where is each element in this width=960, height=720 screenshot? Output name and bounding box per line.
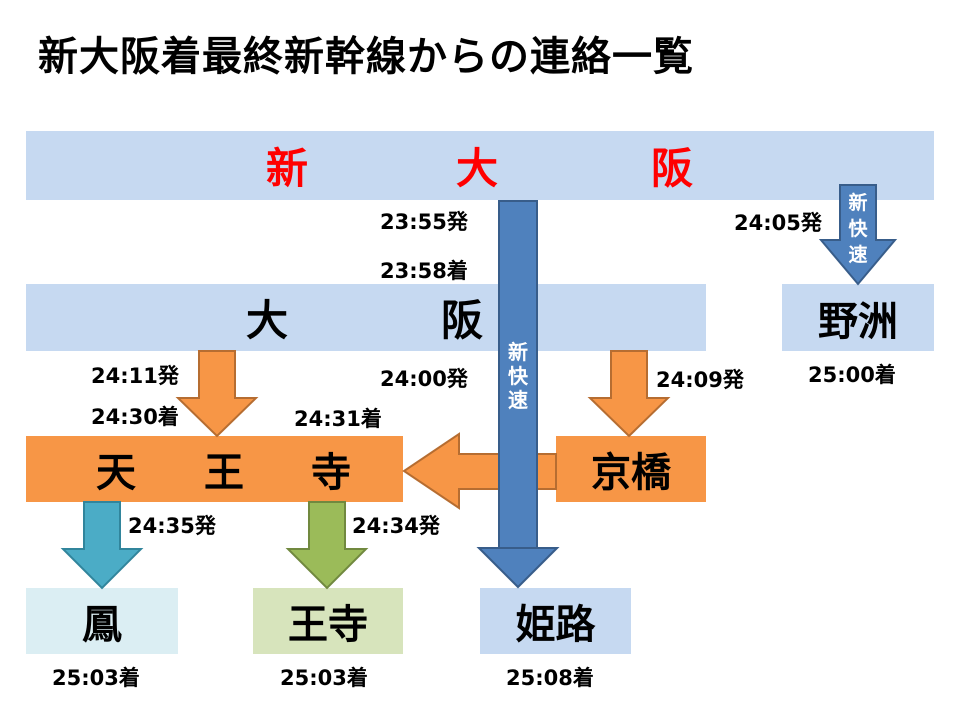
service-label-nosu-char-1: 新 — [848, 192, 868, 214]
osaka-char-1: 大 — [246, 296, 289, 345]
osaka-char-2: 阪 — [441, 296, 484, 345]
time-shin-osaka-dep: 23:55発 — [380, 210, 468, 234]
arrow-tennoji-to-otori — [60, 501, 144, 590]
arrow-shin-osaka-to-himeji-head — [476, 547, 560, 589]
time-osaka-dep-tennoji: 24:11発 — [91, 364, 179, 388]
service-label-himeji-char-2: 快 — [508, 364, 528, 388]
service-label-nosu-char-2: 快 — [848, 218, 868, 240]
arrow-osaka-to-kyobashi — [587, 350, 671, 438]
station-nosu: 野洲 — [782, 284, 934, 351]
service-label-himeji-char-3: 速 — [508, 388, 528, 412]
arrow-tennoji-to-oji — [285, 501, 369, 590]
station-himeji: 姫路 — [480, 588, 631, 654]
arrow-osaka-to-tennoji — [175, 350, 259, 438]
station-kyobashi: 京橋 — [556, 436, 706, 502]
time-tennoji-dep-otori: 24:35発 — [128, 514, 216, 538]
service-label-nosu: 新 快 速 — [846, 190, 870, 268]
station-shin-osaka: 新 大 阪 — [26, 131, 934, 200]
shin-osaka-char-2: 大 — [456, 144, 499, 193]
service-label-nosu-char-3: 速 — [848, 244, 868, 266]
station-tennoji: 天 王 寺 — [26, 436, 403, 502]
time-osaka-arr: 23:58着 — [380, 259, 468, 283]
station-osaka: 大 阪 — [26, 284, 706, 351]
shin-osaka-char-1: 新 — [266, 144, 309, 193]
time-kyobashi-dep: 24:09発 — [656, 368, 744, 392]
tennoji-char-2: 王 — [204, 450, 244, 496]
page-title: 新大阪着最終新幹線からの連絡一覧 — [38, 34, 694, 80]
station-otori: 鳳 — [26, 588, 178, 654]
time-tennoji-arr-from-kyobashi: 24:31着 — [294, 407, 382, 431]
time-tennoji-dep-oji: 24:34発 — [352, 514, 440, 538]
time-tennoji-arr-from-osaka: 24:30着 — [91, 405, 179, 429]
arrow-kyobashi-to-tennoji — [402, 432, 557, 510]
service-label-himeji: 新 快 速 — [506, 340, 530, 412]
station-oji: 王寺 — [253, 588, 403, 654]
tennoji-char-1: 天 — [96, 450, 136, 496]
time-osaka-dep-himeji: 24:00発 — [380, 367, 468, 391]
time-otori-arr: 25:03着 — [52, 666, 140, 690]
time-oji-arr: 25:03着 — [280, 666, 368, 690]
tennoji-char-3: 寺 — [311, 450, 351, 496]
service-label-himeji-char-1: 新 — [508, 340, 528, 364]
arrow-shin-osaka-to-nosu — [818, 184, 898, 286]
shin-osaka-char-3: 阪 — [651, 144, 694, 193]
time-himeji-arr: 25:08着 — [506, 666, 594, 690]
time-nosu-arr: 25:00着 — [808, 363, 896, 387]
time-shin-osaka-dep-nosu: 24:05発 — [734, 211, 822, 235]
